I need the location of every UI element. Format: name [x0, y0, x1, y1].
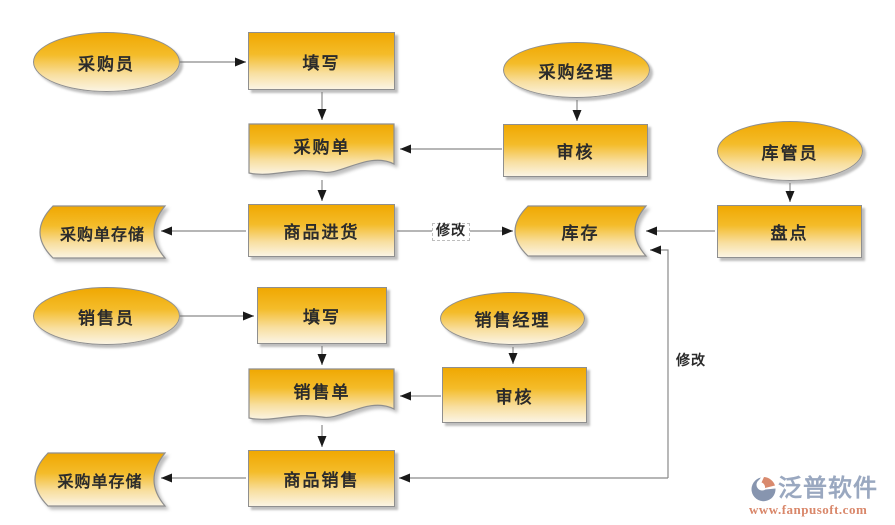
node-review-sales-label: 审核	[495, 387, 534, 407]
watermark: 泛普软件 www.fanpusoft.com	[749, 475, 895, 516]
node-sales-order-storage: 采购单存储	[33, 452, 167, 508]
fanpu-logo-icon	[751, 477, 776, 502]
node-inventory-label: 库存	[561, 224, 600, 243]
node-stocktake-label: 盘点	[770, 224, 809, 243]
node-salesperson-label: 销售员	[78, 308, 135, 328]
node-goods-purchase: 商品进货	[248, 204, 395, 257]
node-review-purchase-label: 审核	[556, 143, 595, 162]
node-fill-in-purchase: 填写	[248, 32, 395, 90]
stored-data-shape	[34, 452, 167, 507]
node-sales-manager-label: 销售经理	[474, 311, 551, 330]
node-goods-sales: 商品销售	[248, 450, 395, 507]
node-purchase-manager-label: 采购经理	[538, 62, 615, 82]
node-purchase-manager: 采购经理	[503, 42, 650, 98]
node-goods-purchase-label: 商品进货	[283, 223, 360, 242]
watermark-brand: 泛普软件	[778, 476, 878, 502]
node-purchaser: 采购员	[33, 32, 180, 92]
node-fill-in-sales: 填写	[257, 287, 387, 344]
node-warehouse-keeper-label: 库管员	[761, 143, 819, 163]
node-warehouse-keeper: 库管员	[717, 121, 863, 181]
node-sales-order-storage-label: 采购单存储	[57, 474, 143, 491]
stored-data-shape	[39, 205, 167, 259]
node-purchase-order-label: 采购单	[293, 138, 351, 157]
node-review-sales: 审核	[442, 367, 587, 423]
node-purchase-order-storage: 采购单存储	[38, 205, 167, 260]
node-goods-sales-label: 商品销售	[283, 471, 360, 490]
node-purchase-order: 采购单	[248, 123, 396, 178]
watermark-url: www.fanpusoft.com	[749, 502, 868, 517]
document-shape	[248, 123, 395, 175]
node-fill-in-sales-label: 填写	[303, 308, 341, 327]
node-purchaser-label: 采购员	[78, 54, 135, 74]
node-sales-order-label: 销售单	[293, 383, 351, 402]
node-stocktake: 盘点	[717, 205, 862, 258]
node-salesperson: 销售员	[33, 287, 180, 345]
node-inventory: 库存	[513, 205, 648, 258]
document-shape	[248, 368, 395, 420]
node-purchase-order-storage-label: 采购单存储	[59, 226, 145, 244]
edge-label-modify-sales: 修改	[676, 354, 706, 369]
node-review-purchase: 审核	[503, 124, 648, 177]
node-fill-in-purchase-label: 填写	[302, 53, 341, 73]
stored-data-shape	[514, 205, 648, 257]
node-sales-order: 销售单	[248, 368, 396, 423]
node-sales-manager: 销售经理	[440, 292, 585, 345]
edge-label-modify-purchase: 修改	[432, 223, 470, 241]
